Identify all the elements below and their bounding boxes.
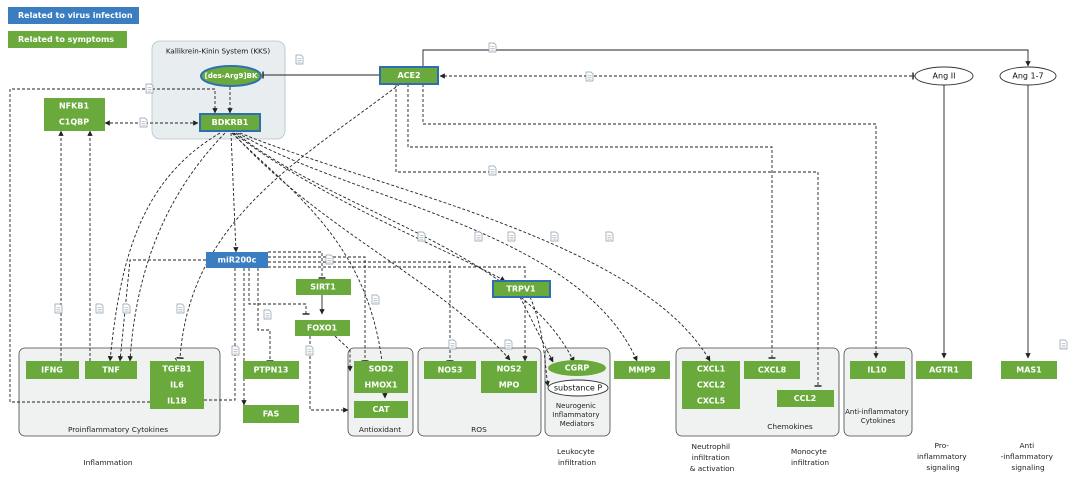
mpo-label: MPO xyxy=(499,381,520,390)
ang-1-7-node[interactable] xyxy=(999,66,1057,86)
ccl2-label: CCL2 xyxy=(794,394,816,403)
inflammation-caption: Inflammation xyxy=(83,458,132,467)
cgrp-label: CGRP xyxy=(565,364,590,373)
substance-p-label: substance P xyxy=(554,384,602,393)
cxcl1-label: CXCL1 xyxy=(697,365,726,374)
mir200c-label: miR200c xyxy=(218,256,257,265)
antiinflammatory-group-label: Anti-inflammatory Cytokines xyxy=(845,408,911,425)
c1qbp-label: C1QBP xyxy=(59,118,89,127)
proinflammatory-signaling-caption: Pro- inflammatory signaling xyxy=(917,441,969,472)
sirt1-label: SIRT1 xyxy=(310,283,336,292)
des-arg9-bk-label: [des-Arg9]BK xyxy=(205,72,258,80)
legend-virus-infection: Related to virus infection xyxy=(8,7,139,24)
mas1-node[interactable] xyxy=(1001,361,1057,379)
cxcl8-label: CXCL8 xyxy=(758,366,787,375)
ifng-label: IFNG xyxy=(41,366,63,375)
bdkrb1-label: BDKRB1 xyxy=(212,118,249,127)
ros-group-label: ROS xyxy=(471,425,487,434)
kks-title: Kallikrein-Kinin System (KKS) xyxy=(166,47,270,56)
hmox1-label: HMOX1 xyxy=(365,381,398,390)
cat-label: CAT xyxy=(373,405,390,414)
agtr1-node[interactable] xyxy=(916,361,972,379)
cgrp-node[interactable] xyxy=(548,360,606,376)
ang-1-7-label: Ang 1-7 xyxy=(1012,72,1043,81)
nfkb1-node[interactable] xyxy=(44,98,105,131)
il10-node[interactable] xyxy=(850,361,905,379)
mas1-label: MAS1 xyxy=(1016,366,1042,375)
nfkb1-label: NFKB1 xyxy=(59,102,89,111)
cxcl-stack-node[interactable] xyxy=(682,361,740,409)
nos2-label: NOS2 xyxy=(497,365,522,374)
neutrophil-caption: Neutrophil infiltration & activation xyxy=(690,442,735,473)
ptpn13-node[interactable] xyxy=(243,361,299,379)
il10-label: IL10 xyxy=(867,366,887,375)
ptpn13-label: PTPN13 xyxy=(253,366,288,375)
il6-label: IL6 xyxy=(170,381,184,390)
proinflammatory-group-label: Proinflammatory Cytokines xyxy=(68,425,168,434)
nos2-mpo-node[interactable] xyxy=(481,361,537,393)
leukocyte-caption: Leukocyte infiltration xyxy=(557,447,597,467)
ace2-node[interactable] xyxy=(379,66,439,85)
nos3-node[interactable] xyxy=(424,361,476,379)
foxo1-node[interactable] xyxy=(295,320,350,336)
cxcl8-node[interactable] xyxy=(744,361,800,379)
agtr1-label: AGTR1 xyxy=(929,366,959,375)
fas-label: FAS xyxy=(263,410,280,419)
sod2-label: SOD2 xyxy=(369,365,394,374)
antioxidant-group-label: Antioxidant xyxy=(359,425,401,434)
cxcl2-label: CXCL2 xyxy=(697,381,725,390)
monocyte-caption: Monocyte infiltration xyxy=(791,447,830,467)
antiinflammatory-signaling-caption: Anti -inflammatory signaling xyxy=(1001,441,1056,472)
cytokines-stack-node[interactable] xyxy=(150,361,204,409)
sirt1-node[interactable] xyxy=(296,279,351,295)
tgfb1-label: TGFB1 xyxy=(162,365,192,374)
legend-symptoms: Related to symptoms xyxy=(8,31,127,48)
ang-ii-label: Ang II xyxy=(933,72,956,81)
nos3-label: NOS3 xyxy=(438,366,463,375)
trpv1-node[interactable] xyxy=(492,280,551,298)
ifng-node[interactable] xyxy=(26,361,79,379)
trpv1-label: TRPV1 xyxy=(506,285,536,294)
des-arg9-bk-node[interactable] xyxy=(200,65,262,87)
cxcl5-label: CXCL5 xyxy=(697,397,726,406)
foxo1-label: FOXO1 xyxy=(307,324,338,333)
ace2-label: ACE2 xyxy=(397,71,420,80)
il1b-label: IL1B xyxy=(167,397,187,406)
cat-node[interactable] xyxy=(354,401,408,418)
ang-ii-node[interactable] xyxy=(914,66,974,86)
bdkrb1-node[interactable] xyxy=(199,113,261,132)
tnf-node[interactable] xyxy=(85,361,137,379)
fas-node[interactable] xyxy=(243,405,299,423)
mir200c-node[interactable] xyxy=(206,252,268,268)
mmp9-label: MMP9 xyxy=(628,366,656,375)
substance-p-node[interactable] xyxy=(547,379,609,397)
neurogenic-group-label: Neurogenic Inflammatory Mediators xyxy=(552,402,601,428)
mmp9-node[interactable] xyxy=(614,361,670,379)
tnf-label: TNF xyxy=(102,366,120,375)
sod2-hmox1-node[interactable] xyxy=(354,361,408,393)
ccl2-node[interactable] xyxy=(777,390,834,407)
chemokines-group-label: Chemokines xyxy=(767,422,813,431)
